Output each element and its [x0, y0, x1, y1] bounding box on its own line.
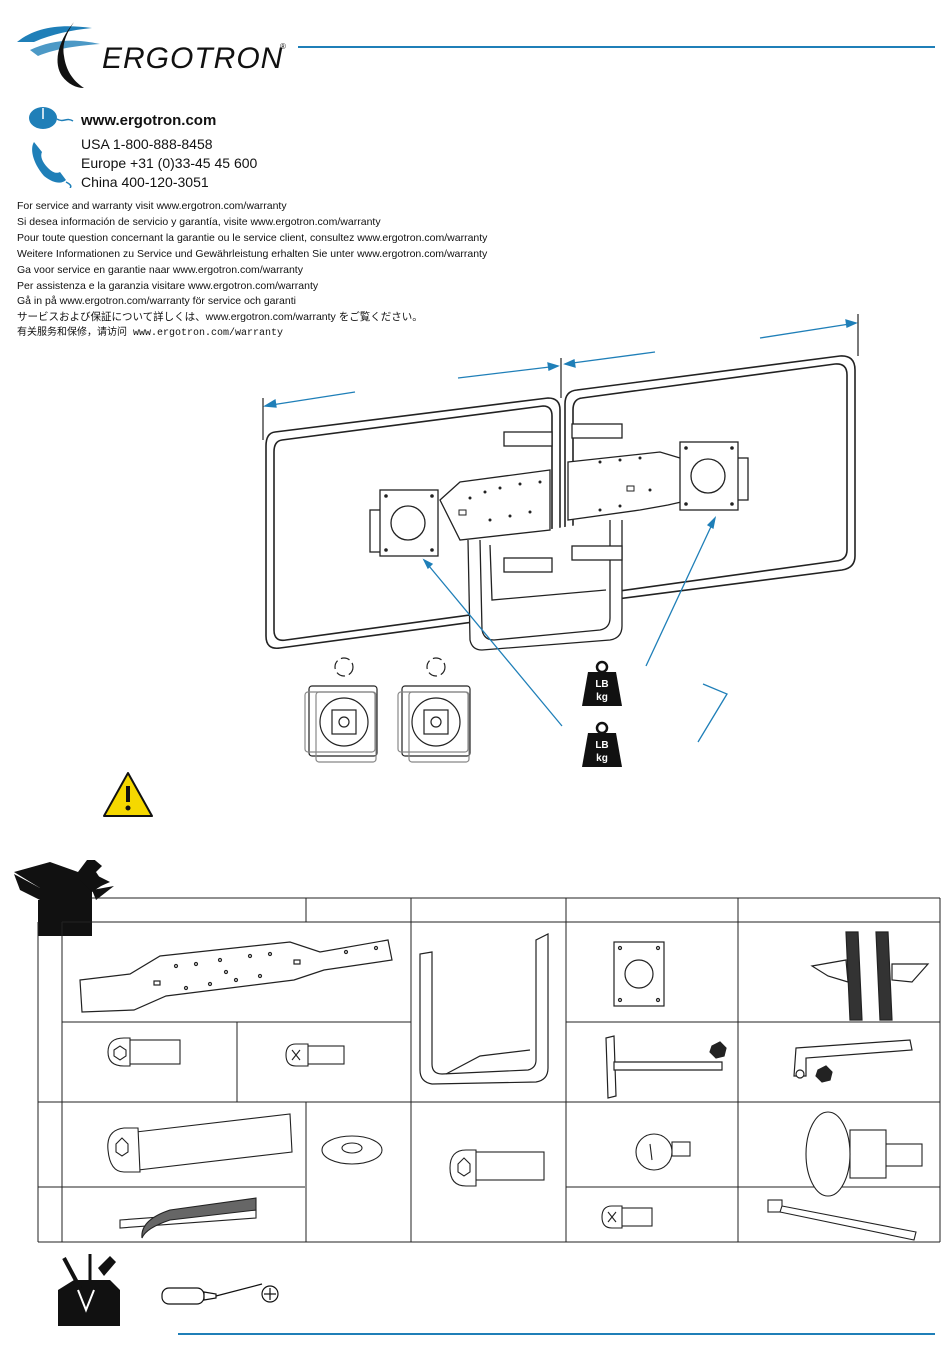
- warning-icon: [103, 772, 153, 817]
- bottom-rule: [178, 1333, 935, 1335]
- dual-monitor-diagram: LB kg LB kg: [103, 314, 859, 817]
- tools-row: [58, 1254, 279, 1326]
- phone-china: China 400-120-3051: [81, 174, 209, 187]
- weight-badge-icon: LB kg: [582, 660, 622, 706]
- weight-label-lb: LB: [595, 679, 608, 690]
- ergotron-logo-icon: [17, 22, 100, 88]
- warranty-line: サービスおよび保証について詳しくは、www.ergotron.com/warra…: [17, 311, 423, 324]
- box-icon: [14, 860, 114, 938]
- rotation-icon: [304, 657, 471, 763]
- warranty-line: For service and warranty visit www.ergot…: [17, 200, 287, 212]
- crossbar-plate-icon: [79, 939, 393, 1013]
- washer-icon: [321, 1135, 383, 1165]
- warranty-line: Ga voor service en garantie naar www.erg…: [17, 263, 303, 276]
- warranty-line: Weitere Informationen zu Service und Gew…: [17, 247, 488, 260]
- phillips-screw-icon: [285, 1043, 345, 1067]
- cable-strip-icon: [810, 931, 930, 1021]
- toolbox-icon: [58, 1254, 120, 1326]
- weight-label-kg: kg: [596, 692, 608, 703]
- mouse-icon: [29, 107, 74, 129]
- warranty-list: For service and warranty visit www.ergot…: [17, 199, 487, 342]
- long-bolt-icon: [107, 1113, 293, 1173]
- button-head-screw-icon: [107, 1037, 181, 1067]
- warranty-line: Pour toute question concernant la garant…: [17, 231, 488, 244]
- phone-icon: [32, 142, 72, 188]
- website-text: www.ergotron.com: [81, 112, 217, 129]
- phillips-screwdriver-icon: [161, 1283, 279, 1305]
- small-phillips-screw-icon: [601, 1205, 653, 1229]
- warranty-line: 有关服务和保修，请访问 www.ergotron.com/warranty: [17, 328, 284, 340]
- cable-tie-icon: [767, 1199, 917, 1241]
- weight-label-lb: LB: [595, 740, 608, 751]
- u-bracket-icon: [419, 933, 549, 1085]
- top-rule: [298, 46, 935, 48]
- l-hex-key-icon: [793, 1039, 913, 1083]
- warranty-line: Gå in på www.ergotron.com/warranty för s…: [17, 295, 296, 308]
- brand-reg-mark: ®: [280, 42, 286, 51]
- knob-icon: [805, 1111, 923, 1197]
- parts-table: [14, 860, 941, 1243]
- adhesive-tape-icon: [119, 1197, 257, 1239]
- phone-europe: Europe +31 (0)33-45 45 600: [81, 155, 258, 171]
- warranty-line: Per assistenza e la garanzia visitare ww…: [17, 279, 319, 292]
- phone-usa: USA 1-800-888-8458: [81, 136, 213, 152]
- weight-badge-icon: LB kg: [582, 721, 622, 767]
- brand-name: ERGOTRON: [102, 42, 284, 75]
- t-handle-hex-key-icon: [605, 1035, 727, 1099]
- vesa-plate-icon: [613, 941, 665, 1007]
- dimension-arrows: [262, 319, 858, 408]
- weight-label-kg: kg: [596, 753, 608, 764]
- thumb-screw-icon: [635, 1133, 691, 1171]
- medium-bolt-icon: [449, 1149, 545, 1187]
- warranty-line: Si desea información de servicio y garan…: [17, 215, 381, 228]
